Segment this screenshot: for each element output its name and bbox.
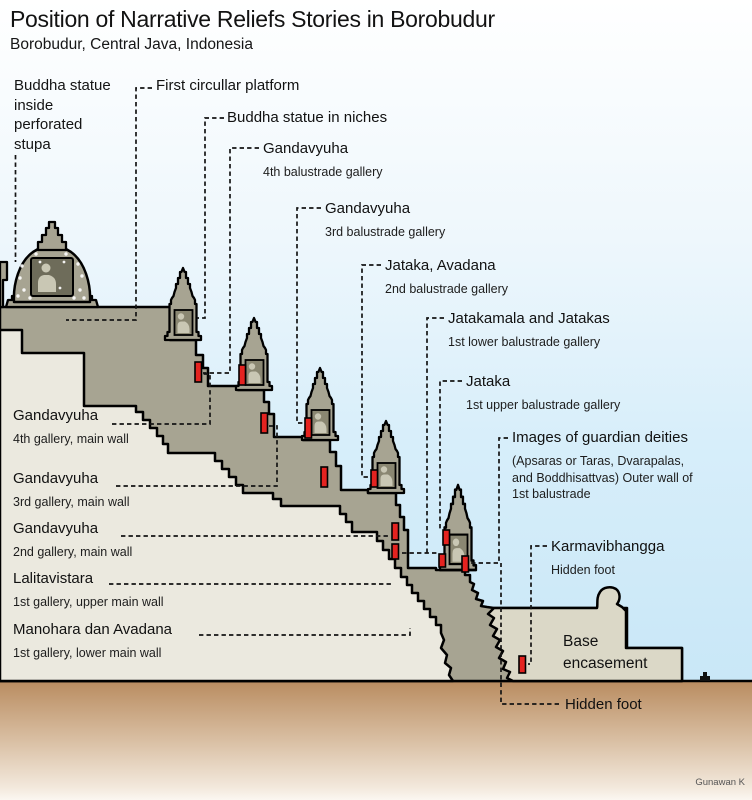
relief-marker bbox=[320, 466, 329, 488]
buddha-silhouette bbox=[38, 275, 56, 292]
label-guardian-deities: Images of guardian deities (Apsaras or T… bbox=[512, 429, 693, 501]
label-first-circular-platform: First circullar platform bbox=[156, 77, 300, 94]
label-gandavyuha-4th-balustrade: Gandavyuha 4th balustrade gallery bbox=[263, 140, 383, 179]
gallery-steps-region bbox=[0, 328, 455, 683]
label-gandavyuha-4th-gallery: Gandavyuha 4th gallery, main wall bbox=[13, 407, 129, 446]
ground-stone bbox=[700, 672, 710, 681]
relief-markers bbox=[194, 361, 527, 674]
leader-2nd-balustrade bbox=[361, 264, 381, 478]
ground bbox=[0, 679, 752, 800]
relief-marker bbox=[370, 469, 379, 488]
label-jatakamala: Jatakamala and Jatakas 1st lower balustr… bbox=[448, 310, 610, 349]
relief-marker bbox=[461, 555, 470, 573]
leader-1st-upper-balustrade bbox=[439, 380, 462, 529]
relief-marker bbox=[391, 522, 400, 541]
label-gandavyuha-2nd-gallery: Gandavyuha 2nd gallery, main wall bbox=[13, 520, 133, 559]
leader-buddha-niches bbox=[197, 117, 224, 319]
page-subtitle: Borobudur, Central Java, Indonesia bbox=[10, 36, 253, 53]
label-jataka: Jataka 1st upper balustrade gallery bbox=[466, 373, 621, 412]
label-lalitavistara: Lalitavistara 1st gallery, upper main wa… bbox=[13, 570, 164, 609]
label-manohara: Manohara dan Avadana 1st gallery, lower … bbox=[13, 621, 173, 660]
leader-lines bbox=[14, 87, 559, 705]
relief-marker bbox=[260, 412, 269, 434]
relief-marker bbox=[442, 529, 451, 546]
leader-karmavibhangga bbox=[528, 545, 547, 665]
perforation-dots bbox=[16, 252, 86, 300]
label-karmavibhangga: Karmavibhangga Hidden foot bbox=[551, 538, 665, 577]
label-jataka-avadana: Jataka, Avadana 2nd balustrade gallery bbox=[385, 257, 508, 296]
relief-marker bbox=[304, 417, 313, 439]
credit-signature: Gunawan K bbox=[695, 777, 745, 788]
relief-marker bbox=[438, 553, 447, 568]
relief-marker bbox=[238, 364, 247, 386]
leader-3rd-balustrade bbox=[296, 207, 321, 424]
leader-guardian-deities bbox=[470, 437, 508, 564]
leader-hidden-foot bbox=[500, 563, 559, 705]
relief-marker bbox=[391, 543, 400, 560]
relief-marker bbox=[194, 361, 203, 383]
page-title: Position of Narrative Reliefs Stories in… bbox=[10, 6, 495, 32]
label-gandavyuha-3rd-gallery: Gandavyuha 3rd gallery, main wall bbox=[13, 470, 130, 509]
leader-1st-lower-balustrade bbox=[402, 317, 444, 554]
relief-marker-hidden-foot bbox=[518, 655, 527, 674]
label-buddha-statue-niches: Buddha statue in niches bbox=[227, 109, 388, 126]
label-gandavyuha-3rd-balustrade: Gandavyuha 3rd balustrade gallery bbox=[325, 200, 446, 239]
leader-3rd-gallery bbox=[116, 425, 278, 487]
label-hidden-foot-bottom: Hidden foot bbox=[565, 696, 642, 713]
label-base-encasement: Base encasement bbox=[563, 633, 648, 672]
label-buddha-statue-stupa: Buddha statue inside perforated stupa bbox=[14, 77, 111, 153]
central-stupa bbox=[0, 220, 100, 309]
leader-first-platform bbox=[66, 87, 152, 321]
leader-4th-gallery bbox=[112, 373, 211, 425]
leader-1st-lower-gallery bbox=[199, 628, 411, 636]
